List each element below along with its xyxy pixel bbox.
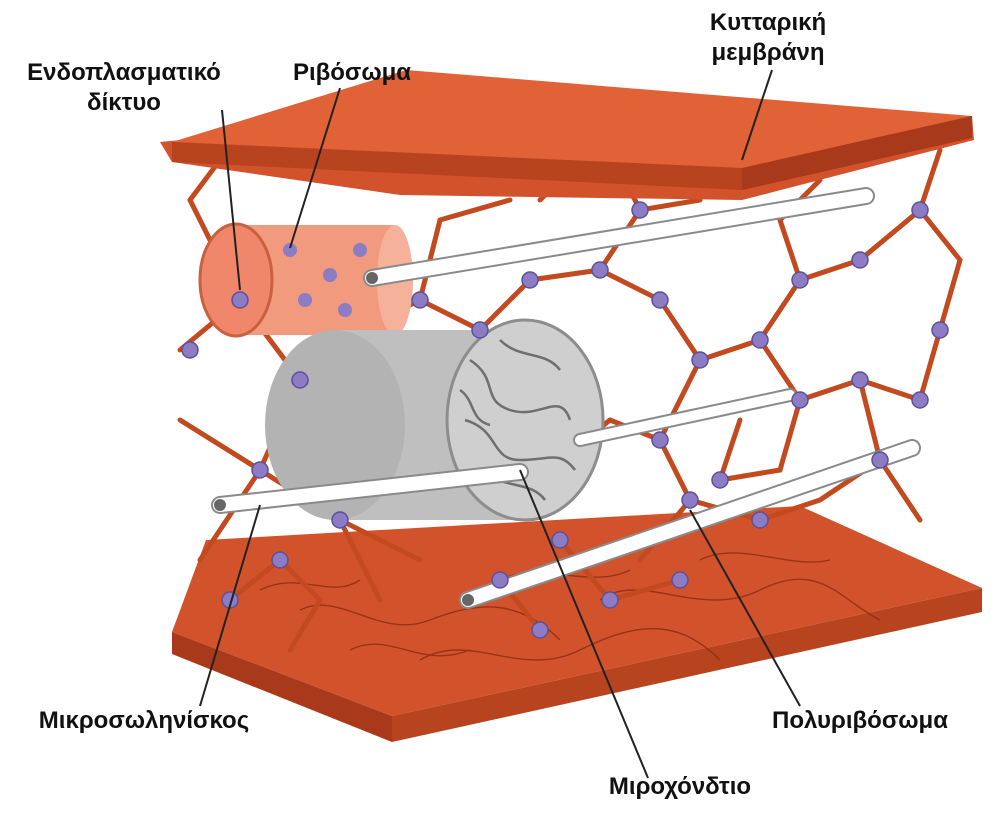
label-microtubule: Μικροσωληνίσκος — [8, 706, 280, 736]
label-mitochondrion: Μιροχόνδτιο — [570, 772, 790, 802]
label-er-line1: Ενδοπλασματικό — [8, 58, 240, 88]
label-cell-membrane: Κυτταρική μεμβράνη — [662, 8, 874, 68]
label-endoplasmic-reticulum: Ενδοπλασματικό δίκτυο — [8, 58, 240, 118]
label-membrane-line1: Κυτταρική — [662, 8, 874, 38]
label-polyribosome: Πολυριβόσωμα — [736, 706, 984, 736]
top-membrane-plate — [160, 70, 974, 200]
label-er-line2: δίκτυο — [8, 88, 240, 118]
label-membrane-line2: μεμβράνη — [662, 38, 874, 68]
label-ribosome: Ριβόσωμα — [262, 58, 442, 88]
